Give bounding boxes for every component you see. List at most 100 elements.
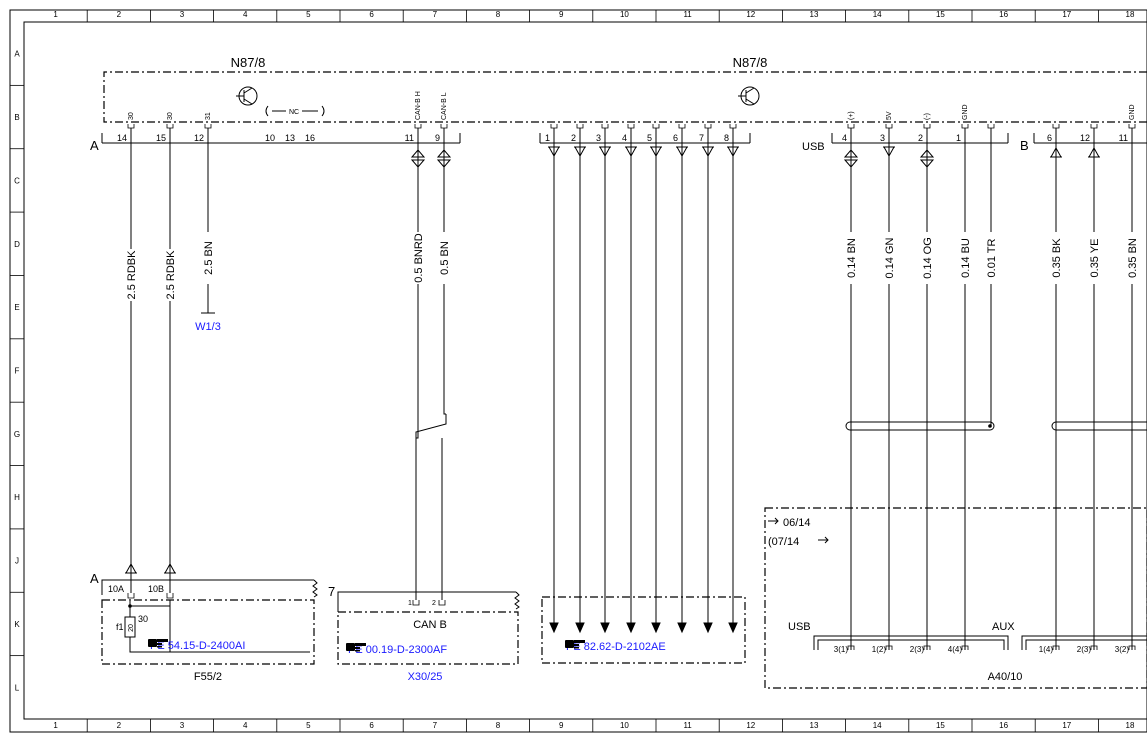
wire-label: 2.5 BN bbox=[203, 241, 215, 275]
grid-col-label: 4 bbox=[243, 10, 248, 19]
a40-aux-pin: 2(3) bbox=[1077, 645, 1092, 654]
pin-number: 5 bbox=[647, 133, 652, 143]
wire-label: 0.5 BNRD bbox=[413, 233, 425, 283]
outer-frame bbox=[9, 9, 1147, 733]
nc-label: NC bbox=[289, 109, 299, 116]
grid-col-label: 5 bbox=[306, 721, 311, 730]
grid-col-label: 15 bbox=[936, 10, 945, 19]
pe-ref-82-62[interactable]: PE 82.62-D-2102AE bbox=[566, 641, 666, 653]
grid-col-label: 9 bbox=[559, 721, 564, 730]
grid-col-label: 10 bbox=[620, 10, 629, 19]
x30-number: 7 bbox=[328, 584, 335, 599]
pin-name: GND bbox=[962, 104, 969, 120]
pin-name: CAN-B H bbox=[415, 91, 422, 120]
arrow-right-icon bbox=[818, 536, 829, 544]
grid-row-label: J bbox=[15, 557, 19, 566]
pin-name: 30 bbox=[128, 112, 135, 120]
pin-number: 4 bbox=[842, 133, 847, 143]
date-to: (07/14 bbox=[768, 536, 799, 548]
pin-number: 11 bbox=[405, 133, 414, 143]
connector-b-label: B bbox=[1020, 138, 1029, 153]
grid-row-label: D bbox=[14, 240, 20, 249]
grid-col-label: 14 bbox=[873, 10, 882, 19]
grid-col-label: 1 bbox=[53, 10, 58, 19]
pin-number: 1 bbox=[545, 133, 550, 143]
pin-name: 31 bbox=[205, 112, 212, 120]
fuse-value: 20 bbox=[128, 624, 135, 632]
ground-ref-w13[interactable]: W1/3 bbox=[195, 321, 221, 333]
can-b-label: CAN B bbox=[413, 619, 447, 631]
pin-number: 8 bbox=[724, 133, 729, 143]
target-box-82-62 bbox=[541, 596, 746, 664]
grid-row-label: C bbox=[14, 176, 20, 185]
pin-number: 1 bbox=[956, 133, 961, 143]
grid-col-label: 4 bbox=[243, 721, 248, 730]
transistor-icon bbox=[738, 86, 760, 106]
grid-col-label: 3 bbox=[180, 721, 185, 730]
pointing-hand-icon bbox=[565, 640, 585, 649]
grid-col-label: 9 bbox=[559, 10, 564, 19]
grid-col-label: 13 bbox=[810, 10, 819, 19]
wire-label: 0.35 YE bbox=[1089, 239, 1101, 278]
pin-name: GND bbox=[1129, 104, 1136, 120]
fuse-box-f55: A 10A 10B 20 f1 30 bbox=[90, 571, 318, 665]
aux-label: AUX bbox=[992, 621, 1015, 633]
grid-col-label: 13 bbox=[810, 721, 819, 730]
pin-number: 2 bbox=[918, 133, 923, 143]
wire-label: 0.14 GN bbox=[884, 237, 896, 278]
grid-col-label: 16 bbox=[999, 721, 1008, 730]
grid-col-label: 18 bbox=[1126, 10, 1135, 19]
grid-col-label: 8 bbox=[496, 10, 501, 19]
grid-row-label: E bbox=[14, 303, 19, 312]
f55-connector-label: A bbox=[90, 571, 99, 586]
pin-number: 6 bbox=[673, 133, 678, 143]
grid-col-label: 14 bbox=[873, 721, 882, 730]
pin-number: 9 bbox=[435, 133, 440, 143]
pin-number: 10 bbox=[265, 133, 275, 143]
pin-number: 16 bbox=[305, 133, 315, 143]
nc-bracket: NC bbox=[265, 105, 325, 117]
grid-row-label: B bbox=[14, 113, 19, 122]
wire-label: 2.5 RDBK bbox=[126, 250, 138, 300]
n87-module-outline bbox=[103, 71, 1147, 123]
x30-pin1: 1 bbox=[408, 600, 412, 607]
inner-frame bbox=[23, 21, 1147, 720]
grid-col-label: 7 bbox=[433, 721, 438, 730]
grid-col-label: 12 bbox=[746, 721, 755, 730]
usb-connector-label: USB bbox=[802, 141, 825, 153]
pin-name: 30 bbox=[167, 112, 174, 120]
cable-shield-usb bbox=[845, 421, 995, 431]
x30-label[interactable]: X30/25 bbox=[408, 671, 443, 683]
pin-number: 3 bbox=[880, 133, 885, 143]
f55-pin-10a: 10A bbox=[108, 584, 124, 594]
a40-aux-pin: 3(2) bbox=[1115, 645, 1130, 654]
pin-number: 12 bbox=[194, 133, 204, 143]
arrow-right-icon bbox=[768, 517, 779, 525]
wire-label: 2.5 RDBK bbox=[165, 250, 177, 300]
wire-label: 0.35 BN bbox=[1127, 238, 1139, 278]
grid-columns: 1122334455667788991010111112121313141415… bbox=[53, 10, 1135, 732]
wire-label: 0.35 BK bbox=[1051, 238, 1063, 278]
grid-col-label: 15 bbox=[936, 721, 945, 730]
pe-ref-54-15[interactable]: PE 54.15-D-2400AI bbox=[150, 640, 245, 652]
f55-label: F55/2 bbox=[194, 671, 222, 683]
grid-row-label: A bbox=[14, 50, 20, 59]
pin-number: 2 bbox=[571, 133, 576, 143]
pin-name: (+) bbox=[848, 111, 855, 120]
grid-col-label: 11 bbox=[683, 10, 692, 19]
module-a40 bbox=[764, 507, 1147, 689]
grid-col-label: 16 bbox=[999, 10, 1008, 19]
grid-col-label: 6 bbox=[369, 721, 374, 730]
pin-number: 7 bbox=[699, 133, 704, 143]
pin-number: 12 bbox=[1080, 133, 1090, 143]
pe-ref-00-19[interactable]: PE 00.19-D-2300AF bbox=[348, 644, 447, 656]
transistor-icon bbox=[236, 86, 258, 106]
a40-usb-pin: 2(3) bbox=[910, 645, 925, 654]
x30-pin2: 2 bbox=[432, 600, 436, 607]
a40-pins: 3(1)1(2)2(3)4(4)1(4)2(3)3(2) bbox=[834, 645, 1136, 654]
twisted-pair-mark bbox=[415, 414, 447, 438]
n87-right-label: N87/8 bbox=[733, 55, 768, 70]
pin-number: 14 bbox=[117, 133, 127, 143]
